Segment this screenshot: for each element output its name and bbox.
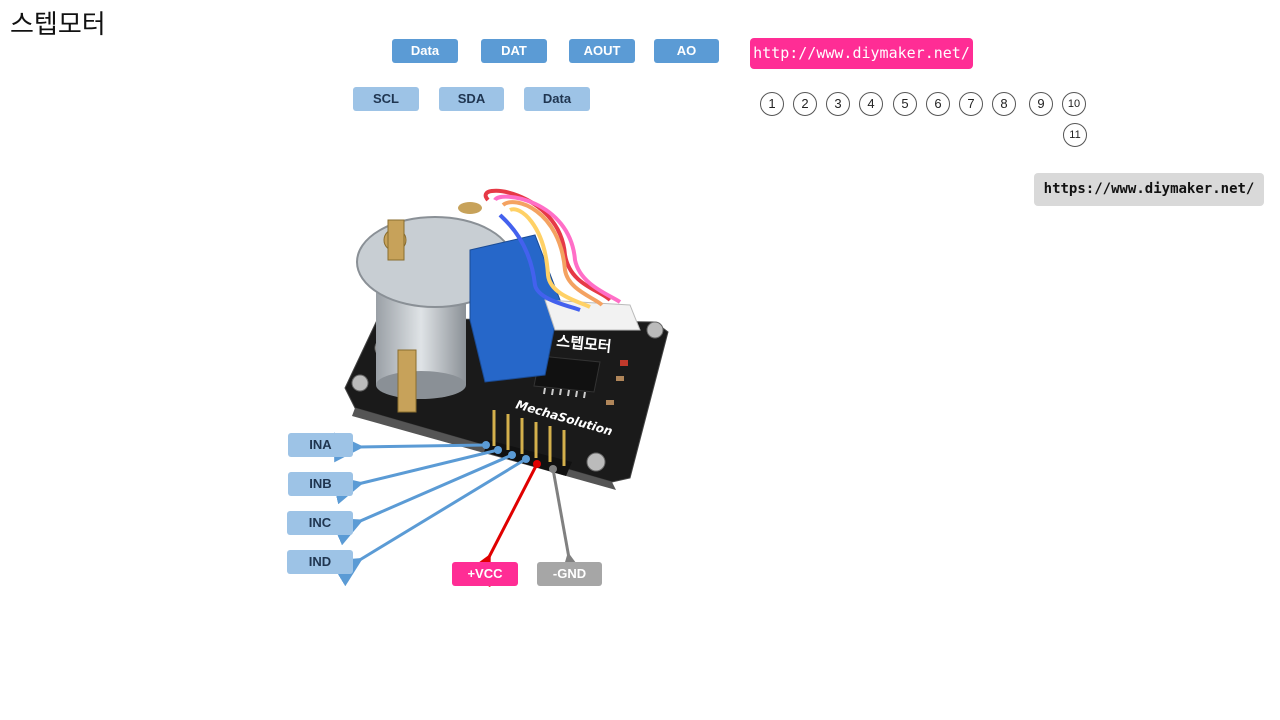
stepper-motor — [356, 188, 641, 413]
number-circle-2: 2 — [793, 92, 817, 116]
tag-ao: AO — [654, 39, 719, 63]
number-circle-1: 1 — [760, 92, 784, 116]
tag-aout: AOUT — [569, 39, 635, 63]
number-circle-10: 10 — [1062, 92, 1086, 116]
tag-sda: SDA — [439, 87, 504, 111]
pin-label-ina: INA — [288, 433, 353, 457]
tag-data-2: Data — [524, 87, 590, 111]
url-link-pink[interactable]: http://www.diymaker.net/ — [750, 38, 973, 69]
number-circle-4: 4 — [859, 92, 883, 116]
number-circle-5: 5 — [893, 92, 917, 116]
pin-label-gnd: -GND — [537, 562, 602, 586]
page-title: 스텝모터 — [10, 10, 106, 40]
number-circle-3: 3 — [826, 92, 850, 116]
board-label: 스텝모터 — [556, 332, 613, 356]
number-circle-7: 7 — [959, 92, 983, 116]
number-circle-9: 9 — [1029, 92, 1053, 116]
wire-inc — [330, 451, 516, 546]
wire-inb — [331, 446, 502, 505]
tag-scl: SCL — [353, 87, 419, 111]
wire-ind — [329, 455, 530, 587]
tag-dat: DAT — [481, 39, 547, 63]
url-link-gray[interactable]: https://www.diymaker.net/ — [1034, 173, 1264, 206]
wire-vcc — [463, 460, 541, 588]
pin-label-inb: INB — [288, 472, 353, 496]
tag-data: Data — [392, 39, 458, 63]
wire-ina — [333, 432, 490, 463]
pin-label-vcc: +VCC — [452, 562, 518, 586]
number-circle-8: 8 — [992, 92, 1016, 116]
number-circle-6: 6 — [926, 92, 950, 116]
pin-label-ind: IND — [287, 550, 353, 574]
number-circle-11: 11 — [1063, 123, 1087, 147]
pin-label-inc: INC — [287, 511, 353, 535]
wire-gnd — [549, 465, 589, 585]
